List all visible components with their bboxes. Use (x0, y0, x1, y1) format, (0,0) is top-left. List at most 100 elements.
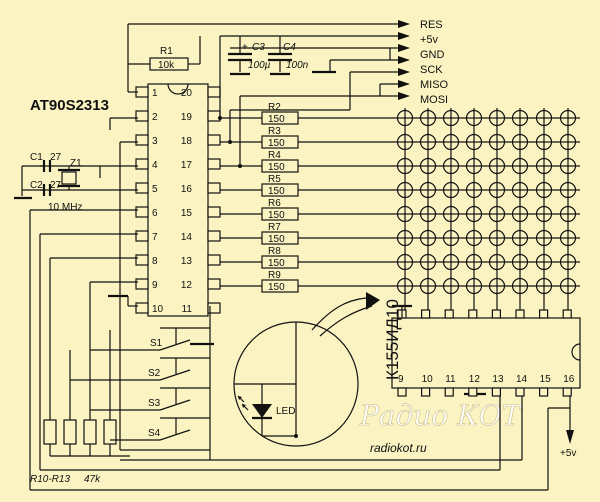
row-resistor-label: R9 (268, 270, 281, 281)
row-resistor-label: R3 (268, 126, 281, 137)
row-resistor-label: R7 (268, 222, 281, 233)
decoder-bottom-pin (562, 387, 572, 397)
c2-label: C2 (30, 180, 43, 191)
row-resistor-value: 150 (268, 162, 285, 173)
mcu-left-pin (135, 134, 149, 146)
programming-connector: RES +5v GND SCK MISO MOSI (127, 19, 449, 110)
mcu-right-pin (207, 86, 221, 98)
row-resistor-label: R5 (268, 174, 281, 185)
connector-label-miso: MISO (420, 79, 449, 91)
pulldown-value: 47k (84, 474, 101, 485)
r1-value: 10k (158, 60, 175, 71)
capacitor-c4: C4 100n (268, 36, 309, 76)
mcu-right-pin (207, 110, 221, 122)
connector-pins (398, 20, 410, 100)
c3-label: C3 (252, 42, 265, 53)
mcu-left-pin (135, 230, 149, 242)
z1-label: Z1 (70, 158, 82, 169)
mcu-left-pin-number: 4 (152, 160, 158, 171)
decoder-bottom-pin (421, 387, 431, 397)
mcu-right-pin-number: 16 (181, 184, 193, 195)
row-resistor-value: 150 (268, 258, 285, 269)
decoder-bottom-pin-number: 9 (398, 374, 404, 385)
mcu-right-pin (207, 278, 221, 290)
c1-value: 27 (50, 152, 62, 163)
s3-label: S3 (148, 398, 161, 409)
resistor-r1: R1 10k (127, 36, 201, 92)
mcu-left-pin-number: 9 (152, 280, 158, 291)
crystal-frequency: 10 MHz (48, 202, 82, 213)
mcu-right-pin-number: 19 (181, 112, 193, 123)
mcu-left-pin-number: 8 (152, 256, 158, 267)
supply-label: +5v (560, 448, 576, 459)
decoder-top-pin (444, 309, 454, 319)
decoder-bottom-pin-number: 15 (540, 374, 552, 385)
crystal-section: Z1 10 MHz C1 27 C2 27 (14, 152, 82, 213)
mcu-left-pin-number: 7 (152, 232, 158, 243)
decoder-bottom-pin (491, 387, 501, 397)
c3-plus: + (242, 42, 248, 53)
decoder-k155id10: К155ИД10 87654321910111213141516 (383, 299, 581, 397)
mcu-left-pin-number: 2 (152, 112, 158, 123)
decoder-title: К155ИД10 (383, 299, 402, 380)
row-resistor-value: 150 (268, 114, 285, 125)
led-matrix (396, 108, 577, 318)
mcu-right-pin-number: 20 (181, 88, 193, 99)
decoder-bottom-pin-number: 13 (492, 374, 504, 385)
switches: S1 S2 S3 S4 (70, 306, 214, 460)
decoder-bottom-pin-number: 14 (516, 374, 528, 385)
switch-s1: S1 (150, 327, 191, 351)
mcu-left-pin-number: 1 (152, 88, 158, 99)
decoder-bottom-pin-number: 12 (469, 374, 481, 385)
switch-s4: S4 (148, 417, 191, 441)
decoder-bottom-pin-number: 10 (422, 374, 434, 385)
decoder-bottom-pin (444, 387, 454, 397)
row-resistor-value: 150 (268, 138, 285, 149)
connector-label-res: RES (420, 19, 443, 31)
pulldown-resistors: R10-R13 47k (30, 330, 130, 485)
row-resistor-value: 150 (268, 234, 285, 245)
c4-label: C4 (283, 42, 296, 53)
row-resistor-label: R6 (268, 198, 281, 209)
mcu-left-wiring (29, 91, 138, 490)
mcu-right-pin (207, 158, 221, 170)
s2-label: S2 (148, 368, 161, 379)
mcu-right-pin (207, 302, 221, 314)
capacitor-c3: + C3 100µ (228, 36, 271, 76)
led-label: LED (276, 406, 295, 417)
c3-value: 100µ (248, 60, 271, 71)
mcu-left-pin (135, 278, 149, 290)
mcu-right-pin-number: 12 (181, 280, 193, 291)
mcu-right-pin (207, 230, 221, 242)
s4-label: S4 (148, 428, 161, 439)
decoder-bottom-pin (468, 387, 478, 397)
switch-s3: S3 (148, 387, 191, 411)
decoder-bottom-pin (515, 387, 525, 397)
decoder-top-pin (468, 309, 478, 319)
mcu-title: AT90S2313 (30, 97, 109, 114)
connector-label-5v: +5v (420, 34, 439, 46)
pulldown-label: R10-R13 (30, 474, 70, 485)
mcu-left-pin (135, 302, 149, 314)
s1-label: S1 (150, 338, 163, 349)
c4-value: 100n (286, 60, 309, 71)
mcu-right-pin (207, 134, 221, 146)
decoder-bottom-pin (538, 387, 549, 397)
connector-label-mosi: MOSI (420, 94, 448, 106)
decoder-top-pin (538, 309, 549, 319)
led-detail-callout: LED (233, 292, 380, 447)
row-resistor-value: 150 (268, 282, 285, 293)
decoder-top-pin (515, 309, 525, 319)
decoder-pins: 87654321910111213141516 (397, 309, 575, 397)
mcu-right-pin-number: 17 (181, 160, 193, 171)
watermark: Радио КОТ radiokot.ru (359, 399, 523, 455)
spi-wiring (218, 88, 370, 168)
row-resistor-label: R2 (268, 102, 281, 113)
mcu-left-pin (135, 206, 149, 218)
connector-label-gnd: GND (420, 49, 445, 61)
c1-label: C1 (30, 152, 43, 163)
mcu-right-pin-number: 14 (181, 232, 193, 243)
decoder-top-pin (491, 309, 501, 319)
